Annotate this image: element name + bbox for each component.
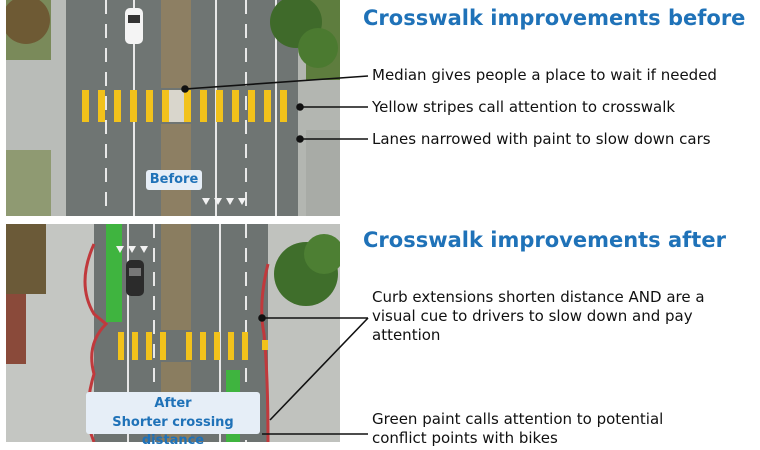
after-badge-subtitle: Shorter crossing distance xyxy=(112,415,234,448)
heading-before: Crosswalk improvements before xyxy=(363,6,746,30)
callout-median: Median gives people a place to wait if n… xyxy=(372,66,717,84)
after-badge: After Shorter crossing distance xyxy=(86,392,260,448)
callout-yellow-stripes: Yellow stripes call attention to crosswa… xyxy=(372,98,676,116)
after-badge-title: After xyxy=(154,396,192,411)
aerial-photo-before xyxy=(6,0,340,216)
callout-curb-extensions: Curb extensions shorten distance AND are… xyxy=(372,288,705,344)
before-badge: Before xyxy=(146,170,202,190)
heading-after: Crosswalk improvements after xyxy=(363,228,726,252)
callout-green-paint: Green paint calls attention to potential… xyxy=(372,410,664,447)
callout-narrowed-lanes: Lanes narrowed with paint to slow down c… xyxy=(372,130,711,148)
